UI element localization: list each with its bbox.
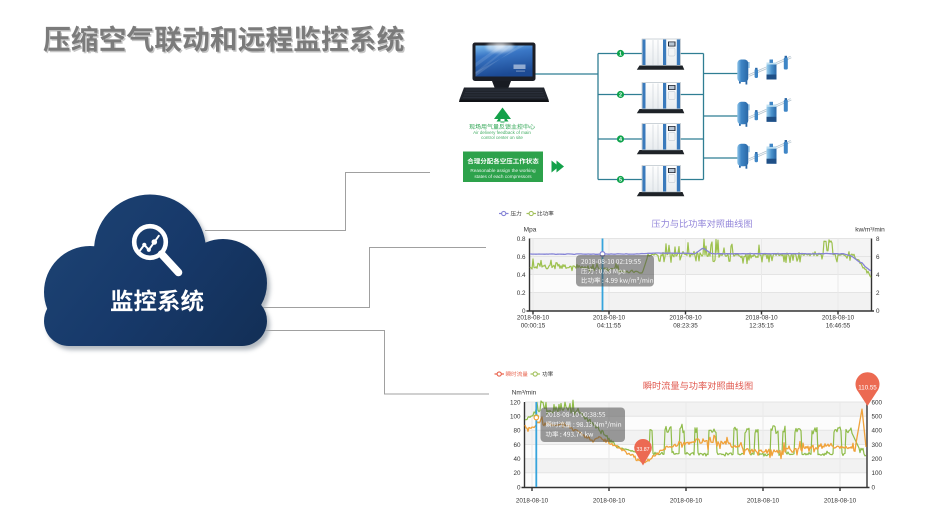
- svg-text:33.87: 33.87: [637, 447, 650, 453]
- svg-text:6: 6: [876, 254, 880, 261]
- svg-text:0: 0: [522, 308, 526, 315]
- svg-text:2018-08-10: 2018-08-10: [593, 498, 626, 505]
- svg-text:4: 4: [619, 137, 622, 143]
- svg-text:2: 2: [876, 290, 880, 297]
- svg-text:2018-08-10: 2018-08-10: [745, 315, 778, 322]
- svg-text:0: 0: [872, 484, 876, 491]
- svg-text:00:00:15: 00:00:15: [521, 323, 546, 330]
- svg-text:100: 100: [510, 414, 521, 421]
- svg-text:8: 8: [876, 236, 880, 243]
- svg-text:0.8: 0.8: [517, 236, 526, 243]
- svg-text:0.4: 0.4: [517, 272, 526, 279]
- svg-text:400: 400: [872, 428, 883, 435]
- svg-text:Reasonable assign the working: Reasonable assign the working: [470, 168, 536, 173]
- svg-text:40: 40: [513, 456, 521, 463]
- svg-text:0: 0: [876, 308, 880, 315]
- svg-text:0.2: 0.2: [517, 290, 526, 297]
- svg-text:110.55: 110.55: [858, 384, 877, 391]
- svg-text:Air delivery feedback of main: Air delivery feedback of main: [473, 130, 531, 135]
- svg-text:0: 0: [517, 484, 521, 491]
- svg-text:control center on site: control center on site: [481, 135, 523, 140]
- svg-text:300: 300: [872, 442, 883, 449]
- svg-text:2018-08-10: 2018-08-10: [593, 315, 626, 322]
- svg-text:600: 600: [872, 399, 883, 406]
- svg-text:kw/m³/min: kw/m³/min: [855, 227, 885, 234]
- svg-text:12:35:15: 12:35:15: [749, 323, 774, 330]
- svg-text:2018-08-10: 2018-08-10: [824, 498, 857, 505]
- svg-text:20: 20: [513, 470, 521, 477]
- svg-text:5: 5: [619, 177, 622, 183]
- svg-text:2018-08-10: 2018-08-10: [517, 315, 550, 322]
- svg-text:04:11:55: 04:11:55: [597, 323, 622, 330]
- svg-text:4: 4: [876, 272, 880, 279]
- svg-text:2018-08-10: 2018-08-10: [822, 315, 855, 322]
- svg-text:200: 200: [872, 456, 883, 463]
- svg-text:Nm³/min: Nm³/min: [512, 390, 537, 397]
- svg-text:08:23:35: 08:23:35: [673, 323, 698, 330]
- svg-text:100: 100: [872, 470, 883, 477]
- svg-text:2018-08-10: 2018-08-10: [669, 315, 702, 322]
- svg-text:80: 80: [513, 428, 521, 435]
- svg-text:0.6: 0.6: [517, 254, 526, 261]
- svg-text:2018-08-10: 2018-08-10: [516, 498, 549, 505]
- svg-text:2018-08-10: 2018-08-10: [670, 498, 703, 505]
- svg-text:states of each compressors: states of each compressors: [474, 174, 532, 179]
- svg-text:2018-08-10: 2018-08-10: [747, 498, 780, 505]
- svg-text:500: 500: [872, 414, 883, 421]
- svg-text:16:46:55: 16:46:55: [826, 323, 851, 330]
- svg-text:120: 120: [510, 399, 521, 406]
- svg-text:60: 60: [513, 442, 521, 449]
- svg-text:2: 2: [619, 92, 622, 98]
- svg-text:Mpa: Mpa: [524, 227, 537, 234]
- svg-text:1: 1: [619, 51, 622, 57]
